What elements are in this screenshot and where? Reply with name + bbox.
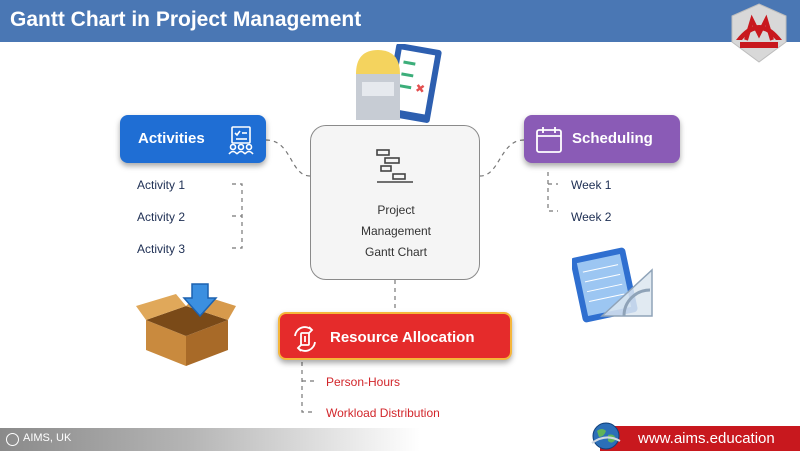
footer-left-band <box>0 428 420 451</box>
checklist-team-icon <box>228 126 254 155</box>
center-node: Project Management Gantt Chart <box>310 125 480 280</box>
scheduling-node[interactable]: Scheduling <box>524 115 680 163</box>
header-bar: Gantt Chart in Project Management <box>0 0 800 42</box>
gantt-board-illustration <box>356 44 442 123</box>
footer-website-link[interactable]: www.aims.education <box>638 430 775 447</box>
center-line: Gantt Chart <box>364 245 428 259</box>
center-line: Management <box>360 224 432 238</box>
globe-icon <box>591 422 621 450</box>
package-box-illustration <box>136 283 236 366</box>
footer-right-band <box>600 426 800 451</box>
center-line: Project <box>377 203 415 217</box>
schedule-item: Week 1 <box>571 178 612 192</box>
resource-label: Resource Allocation <box>330 329 475 346</box>
resource-item: Workload Distribution <box>326 406 440 420</box>
resource-item: Person-Hours <box>326 375 401 389</box>
activity-item: Activity 1 <box>137 178 186 192</box>
activity-item: Activity 2 <box>137 210 186 224</box>
aims-logo <box>731 3 787 63</box>
resource-transfer-icon <box>294 326 316 352</box>
scheduling-label: Scheduling <box>572 130 653 147</box>
calendar-icon <box>536 127 562 153</box>
center-label: Project Management Gantt Chart <box>311 200 481 263</box>
resource-allocation-node[interactable]: Resource Allocation <box>278 312 512 360</box>
blueprint-tool-illustration <box>572 247 653 323</box>
activity-item: Activity 3 <box>137 242 186 256</box>
footer-copyright: AIMS, UK <box>23 432 72 444</box>
activities-label: Activities <box>138 130 205 147</box>
schedule-item: Week 2 <box>571 210 612 224</box>
page-title: Gantt Chart in Project Management <box>10 8 362 31</box>
copyright-icon <box>6 433 19 446</box>
gantt-chart-icon <box>376 149 413 183</box>
activities-node[interactable]: Activities <box>120 115 266 163</box>
